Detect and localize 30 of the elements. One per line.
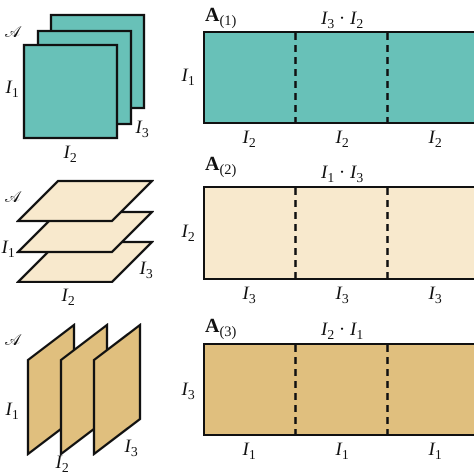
dimension-label: I$_{2}$ bbox=[428, 128, 442, 148]
dimension-label: I$_{2}$ bbox=[64, 143, 77, 163]
dimension-label: I$_{1}$ bbox=[182, 66, 195, 86]
dimension-label: I$_{1}$ bbox=[242, 440, 256, 460]
dimension-label: I$_{3}$ bbox=[136, 118, 149, 138]
dimension-label: I$_{2}$ bbox=[56, 453, 69, 473]
tensor-symbol: 𝒜 bbox=[4, 21, 22, 43]
dimension-label: I$_{3}$ bbox=[336, 284, 349, 304]
matrix-title: A$_{(2)}$ bbox=[205, 154, 236, 174]
dimension-label: I$_{2}$ bbox=[336, 128, 349, 148]
dimension-label: I$_{1}$ bbox=[336, 440, 349, 460]
dimension-label: I$_{3}$ bbox=[428, 284, 442, 304]
dimension-label: I$_{3}$ bbox=[182, 380, 195, 400]
column-dimension-label: I$_{3}$ · I$_{2}$ bbox=[321, 9, 364, 29]
dimension-label: I$_{1}$ bbox=[2, 238, 15, 258]
dimension-label: I$_{3}$ bbox=[140, 259, 153, 279]
column-dimension-label: I$_{1}$ · I$_{3}$ bbox=[321, 163, 364, 183]
dimension-label: I$_{2}$ bbox=[242, 128, 256, 148]
dimension-label: I$_{1}$ bbox=[6, 400, 19, 420]
dimension-label: I$_{3}$ bbox=[242, 284, 256, 304]
matrix-title: A$_{(3)}$ bbox=[205, 316, 236, 336]
matrix-title: A$_{(1)}$ bbox=[205, 4, 236, 26]
dimension-label: I$_{1}$ bbox=[428, 440, 442, 460]
tensor-symbol: 𝒜 bbox=[4, 329, 22, 351]
dimension-label: I$_{3}$ bbox=[124, 437, 138, 457]
dimension-label: I$_{2}$ bbox=[62, 286, 75, 306]
tensor-symbol: 𝒜 bbox=[4, 186, 22, 208]
column-dimension-label: I$_{2}$ · I$_{1}$ bbox=[321, 320, 364, 340]
dimension-label: I$_{1}$ bbox=[6, 78, 19, 98]
dimension-label: I$_{2}$ bbox=[182, 222, 195, 242]
